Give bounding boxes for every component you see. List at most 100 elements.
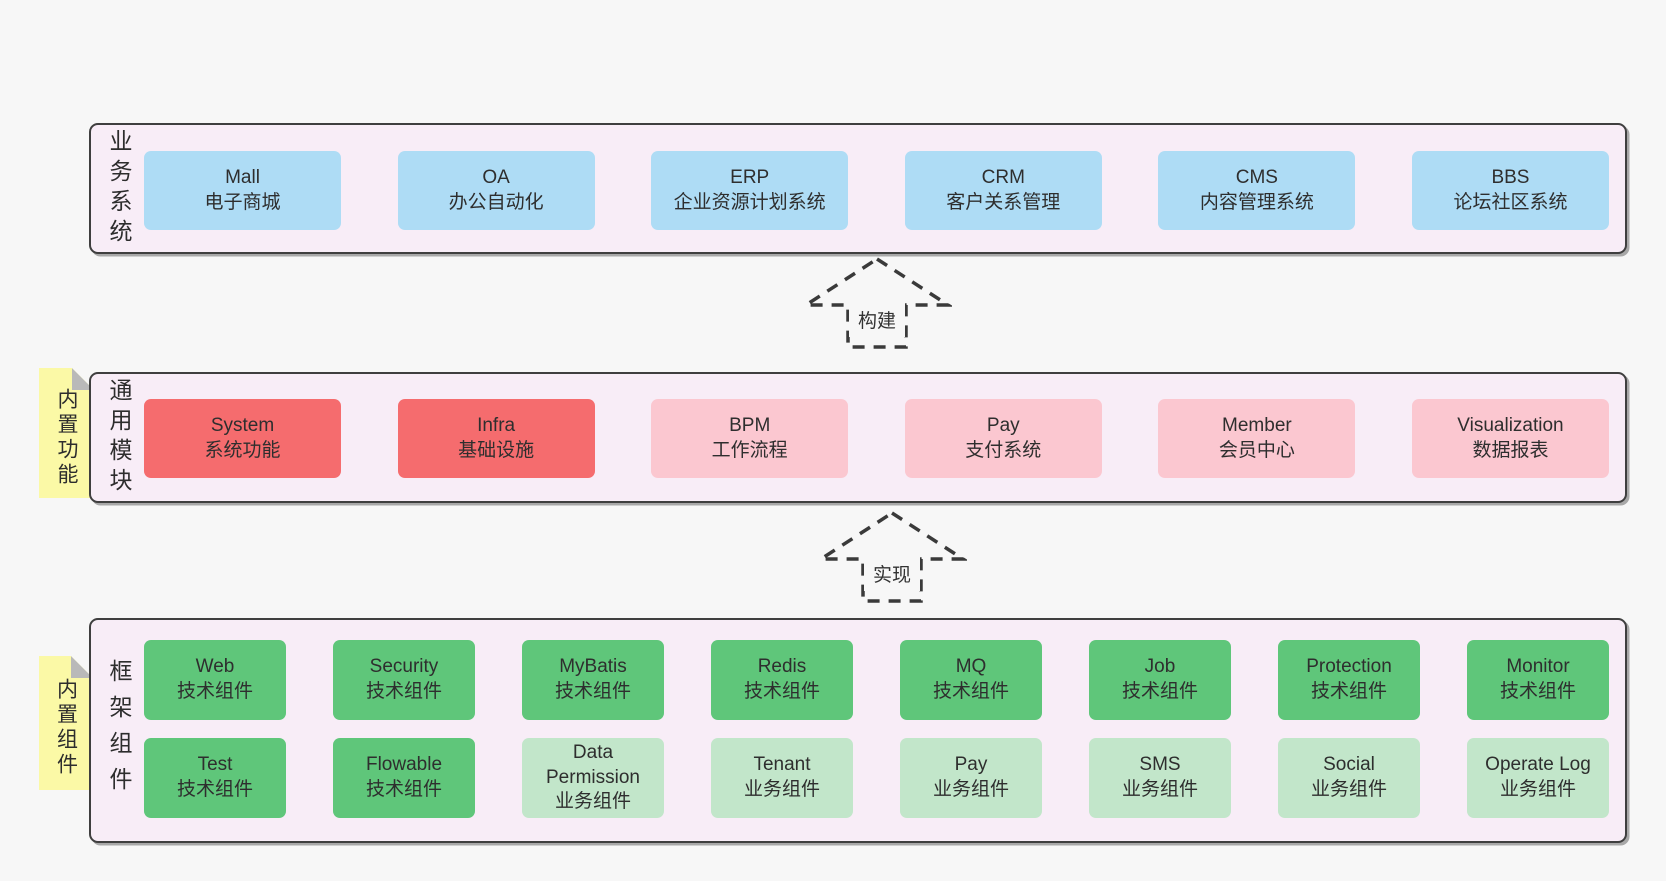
box-title: Data Permission: [546, 741, 640, 788]
box-title: OA: [482, 166, 510, 188]
box-title: MQ: [955, 656, 987, 678]
box-title: Tenant: [753, 754, 811, 776]
box-cms: CMS 内容管理系统: [1158, 151, 1356, 230]
box-title: BBS: [1491, 166, 1530, 188]
box-crm: CRM 客户关系管理: [904, 151, 1102, 230]
box-subtitle: 系统功能: [204, 439, 281, 461]
box-subtitle: 技术组件: [554, 681, 631, 702]
box-job: Job 技术组件: [1089, 640, 1231, 720]
box-title: Infra: [477, 414, 516, 436]
box-title: ERP: [730, 166, 770, 188]
box-subtitle: 客户关系管理: [946, 191, 1061, 213]
box-system: System 系统功能: [144, 399, 341, 478]
box-web: Web 技术组件: [144, 640, 286, 720]
business-systems-panel: 业务系统 Mall 电子商城 OA 办公自动化 ERP 企业资源计划系统 CRM…: [89, 123, 1627, 254]
business-systems-label: 业务系统: [106, 128, 132, 249]
box-title: Pay: [954, 754, 988, 776]
box-mybatis: MyBatis 技术组件: [522, 640, 664, 720]
box-title: Member: [1222, 414, 1292, 436]
box-title: Job: [1144, 656, 1176, 678]
framework-components-panel: 框架组件 Web 技术组件 Security 技术组件 MyBatis 技术组件…: [89, 618, 1627, 843]
box-pay-biz: Pay 业务组件: [900, 738, 1042, 818]
common-modules-row: System 系统功能 Infra 基础设施 BPM 工作流程 Pay 支付系统…: [144, 399, 1609, 478]
box-title: SMS: [1139, 754, 1181, 776]
arrow-implement-up-icon: 实现: [817, 510, 967, 603]
box-tenant: Tenant 业务组件: [711, 738, 853, 818]
common-modules-label: 通用模块: [106, 377, 132, 498]
arrow-build-up-icon: 构建: [802, 256, 952, 349]
box-redis: Redis 技术组件: [711, 640, 853, 720]
box-title: Redis: [757, 656, 807, 678]
box-subtitle: 技术组件: [365, 681, 442, 702]
box-social: Social 业务组件: [1278, 738, 1420, 818]
box-subtitle: 业务组件: [932, 779, 1009, 800]
box-title: Operate Log: [1485, 754, 1591, 776]
box-title: System: [210, 414, 275, 436]
arrow-label-backdrop: [864, 555, 920, 591]
box-subtitle: 业务组件: [554, 791, 631, 813]
box-subtitle: 电子商城: [204, 191, 281, 213]
box-operate-log: Operate Log 业务组件: [1467, 738, 1609, 818]
box-subtitle: 业务组件: [1310, 779, 1387, 800]
business-systems-row: Mall 电子商城 OA 办公自动化 ERP 企业资源计划系统 CRM 客户关系…: [144, 151, 1609, 230]
box-title: Pay: [986, 414, 1020, 436]
box-title: BPM: [729, 414, 771, 436]
box-subtitle: 会员中心: [1218, 439, 1295, 461]
box-test: Test 技术组件: [144, 738, 286, 818]
box-security: Security 技术组件: [333, 640, 475, 720]
box-title: Social: [1323, 754, 1375, 776]
box-title: Web: [195, 656, 235, 678]
box-subtitle: 技术组件: [1121, 681, 1198, 702]
arrow-build-label: 构建: [858, 310, 896, 332]
box-subtitle: 工作流程: [711, 439, 788, 461]
builtin-components-note-label: 内置组件: [54, 678, 78, 779]
box-subtitle: 技术组件: [365, 779, 442, 800]
common-modules-panel: 通用模块 System 系统功能 Infra 基础设施 BPM 工作流程 Pay…: [89, 372, 1627, 503]
box-title: MyBatis: [559, 656, 627, 678]
box-flowable: Flowable 技术组件: [333, 738, 475, 818]
box-bpm: BPM 工作流程: [651, 399, 849, 478]
box-subtitle: 技术组件: [743, 681, 820, 702]
box-subtitle: 基础设施: [458, 439, 535, 461]
box-oa: OA 办公自动化: [397, 151, 595, 230]
box-title: Mall: [225, 166, 260, 188]
framework-components-row-1: Web 技术组件 Security 技术组件 MyBatis 技术组件 Redi…: [144, 640, 1609, 720]
box-subtitle: 技术组件: [1310, 681, 1387, 702]
box-title: CMS: [1235, 166, 1278, 188]
box-subtitle: 技术组件: [176, 681, 253, 702]
up-arrow-outline: [817, 510, 967, 603]
box-subtitle: 论坛社区系统: [1453, 191, 1568, 213]
box-subtitle: 技术组件: [176, 779, 253, 800]
box-title: Flowable: [365, 754, 443, 776]
builtin-features-note: 内置功能: [39, 368, 94, 498]
framework-components-label: 框架组件: [106, 658, 132, 803]
box-title: Monitor: [1506, 656, 1570, 678]
builtin-features-note-label: 内置功能: [55, 388, 78, 489]
box-bbs: BBS 论坛社区系统: [1411, 151, 1609, 230]
box-pay: Pay 支付系统: [904, 399, 1102, 478]
box-mq: MQ 技术组件: [900, 640, 1042, 720]
box-data-permission: Data Permission 业务组件: [522, 738, 664, 818]
up-arrow-outline: [802, 256, 952, 349]
box-title: Visualization: [1457, 414, 1564, 436]
box-erp: ERP 企业资源计划系统: [651, 151, 849, 230]
box-subtitle: 业务组件: [1499, 779, 1576, 800]
box-title: CRM: [981, 166, 1025, 188]
box-subtitle: 业务组件: [1121, 779, 1198, 800]
box-subtitle: 技术组件: [1499, 681, 1576, 702]
box-subtitle: 企业资源计划系统: [673, 191, 826, 213]
arrow-label-backdrop: [849, 301, 905, 337]
box-infra: Infra 基础设施: [397, 399, 595, 478]
box-subtitle: 业务组件: [743, 779, 820, 800]
framework-components-row-2: Test 技术组件 Flowable 技术组件 Data Permission …: [144, 738, 1609, 818]
box-visualization: Visualization 数据报表: [1411, 399, 1609, 478]
box-subtitle: 技术组件: [932, 681, 1009, 702]
arrow-implement-label: 实现: [873, 564, 911, 586]
box-monitor: Monitor 技术组件: [1467, 640, 1609, 720]
box-subtitle: 内容管理系统: [1199, 191, 1314, 213]
box-sms: SMS 业务组件: [1089, 738, 1231, 818]
box-subtitle: 办公自动化: [448, 191, 544, 213]
box-title: Test: [197, 754, 233, 776]
box-subtitle: 数据报表: [1472, 439, 1549, 461]
box-protection: Protection 技术组件: [1278, 640, 1420, 720]
